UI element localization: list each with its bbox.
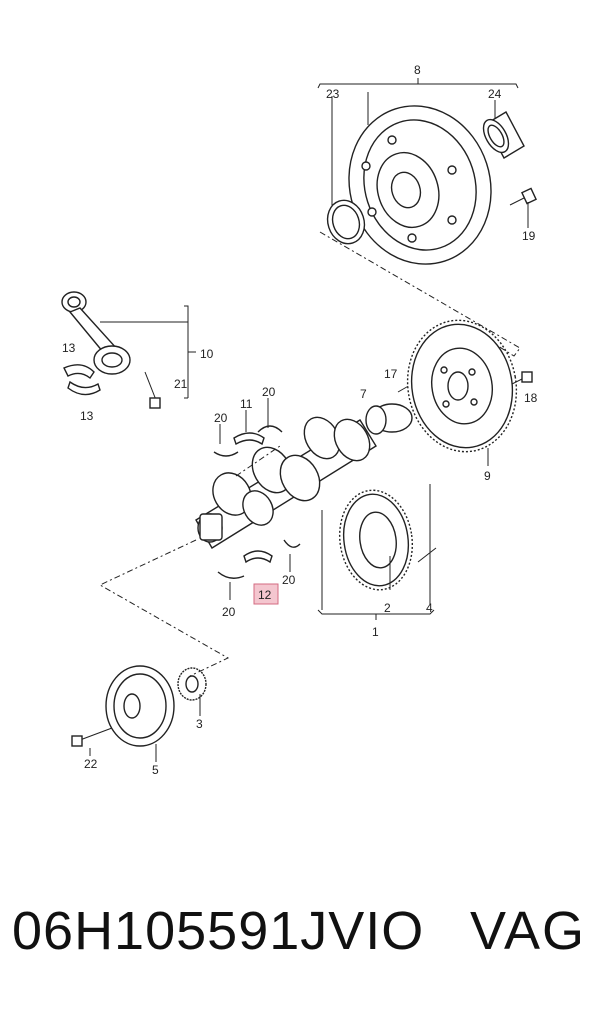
crankshaft	[195, 416, 377, 549]
callout-20-c[interactable]: 20	[282, 573, 296, 587]
callout-19[interactable]: 19	[522, 229, 536, 243]
callout-7[interactable]: 7	[360, 387, 367, 401]
drive-plate-2	[338, 489, 437, 591]
callout-20-a[interactable]: 20	[214, 411, 228, 425]
connecting-rod	[61, 291, 161, 409]
bracket-10	[100, 305, 196, 399]
callout-12-highlight	[253, 583, 279, 605]
callout-24[interactable]: 24	[488, 87, 502, 101]
dual-mass-flywheel	[348, 105, 492, 265]
footer: 06H105591JVIO VAG	[0, 900, 600, 980]
parts-exploded-diagram: 8 23 24 19 10 13 13 21 17 7 18 20 11 20 …	[61, 63, 538, 777]
callout-18[interactable]: 18	[524, 391, 538, 405]
brand-name: VAG	[469, 901, 586, 961]
bracket-8	[317, 78, 519, 210]
bolt-19	[509, 187, 537, 228]
callout-9[interactable]: 9	[484, 469, 491, 483]
callout-labels: 8 23 24 19 10 13 13 21 17 7 18 20 11 20 …	[62, 63, 538, 777]
needle-bearing-7	[365, 383, 413, 435]
pulley-5	[105, 665, 175, 747]
callout-10[interactable]: 10	[200, 347, 214, 361]
callout-8[interactable]: 8	[414, 63, 421, 77]
seal-ring	[326, 199, 366, 245]
bearing-shells	[213, 425, 301, 579]
callout-12[interactable]: 12	[258, 588, 272, 602]
callout-13-bottom[interactable]: 13	[80, 409, 94, 423]
callout-23[interactable]: 23	[326, 87, 340, 101]
callout-2[interactable]: 2	[384, 601, 391, 615]
callout-17[interactable]: 17	[384, 367, 398, 381]
flywheel-9	[406, 319, 533, 453]
alignment-lines	[98, 231, 521, 677]
callout-21[interactable]: 21	[174, 377, 188, 391]
callout-11[interactable]: 11	[240, 397, 253, 411]
callout-3[interactable]: 3	[196, 717, 203, 731]
callout-20-d[interactable]: 20	[222, 605, 236, 619]
callout-5[interactable]: 5	[152, 763, 159, 777]
leader-lines	[89, 398, 489, 762]
bolt-22	[71, 727, 113, 747]
part-number: 06H105591JVIO	[12, 901, 425, 961]
needle-bearing	[482, 111, 525, 159]
callout-13-top[interactable]: 13	[62, 341, 76, 355]
callout-20-b[interactable]: 20	[262, 385, 276, 399]
callout-4[interactable]: 4	[426, 601, 433, 615]
sprocket-3	[177, 667, 207, 701]
callout-22[interactable]: 22	[84, 757, 98, 771]
callout-1[interactable]: 1	[372, 625, 379, 639]
